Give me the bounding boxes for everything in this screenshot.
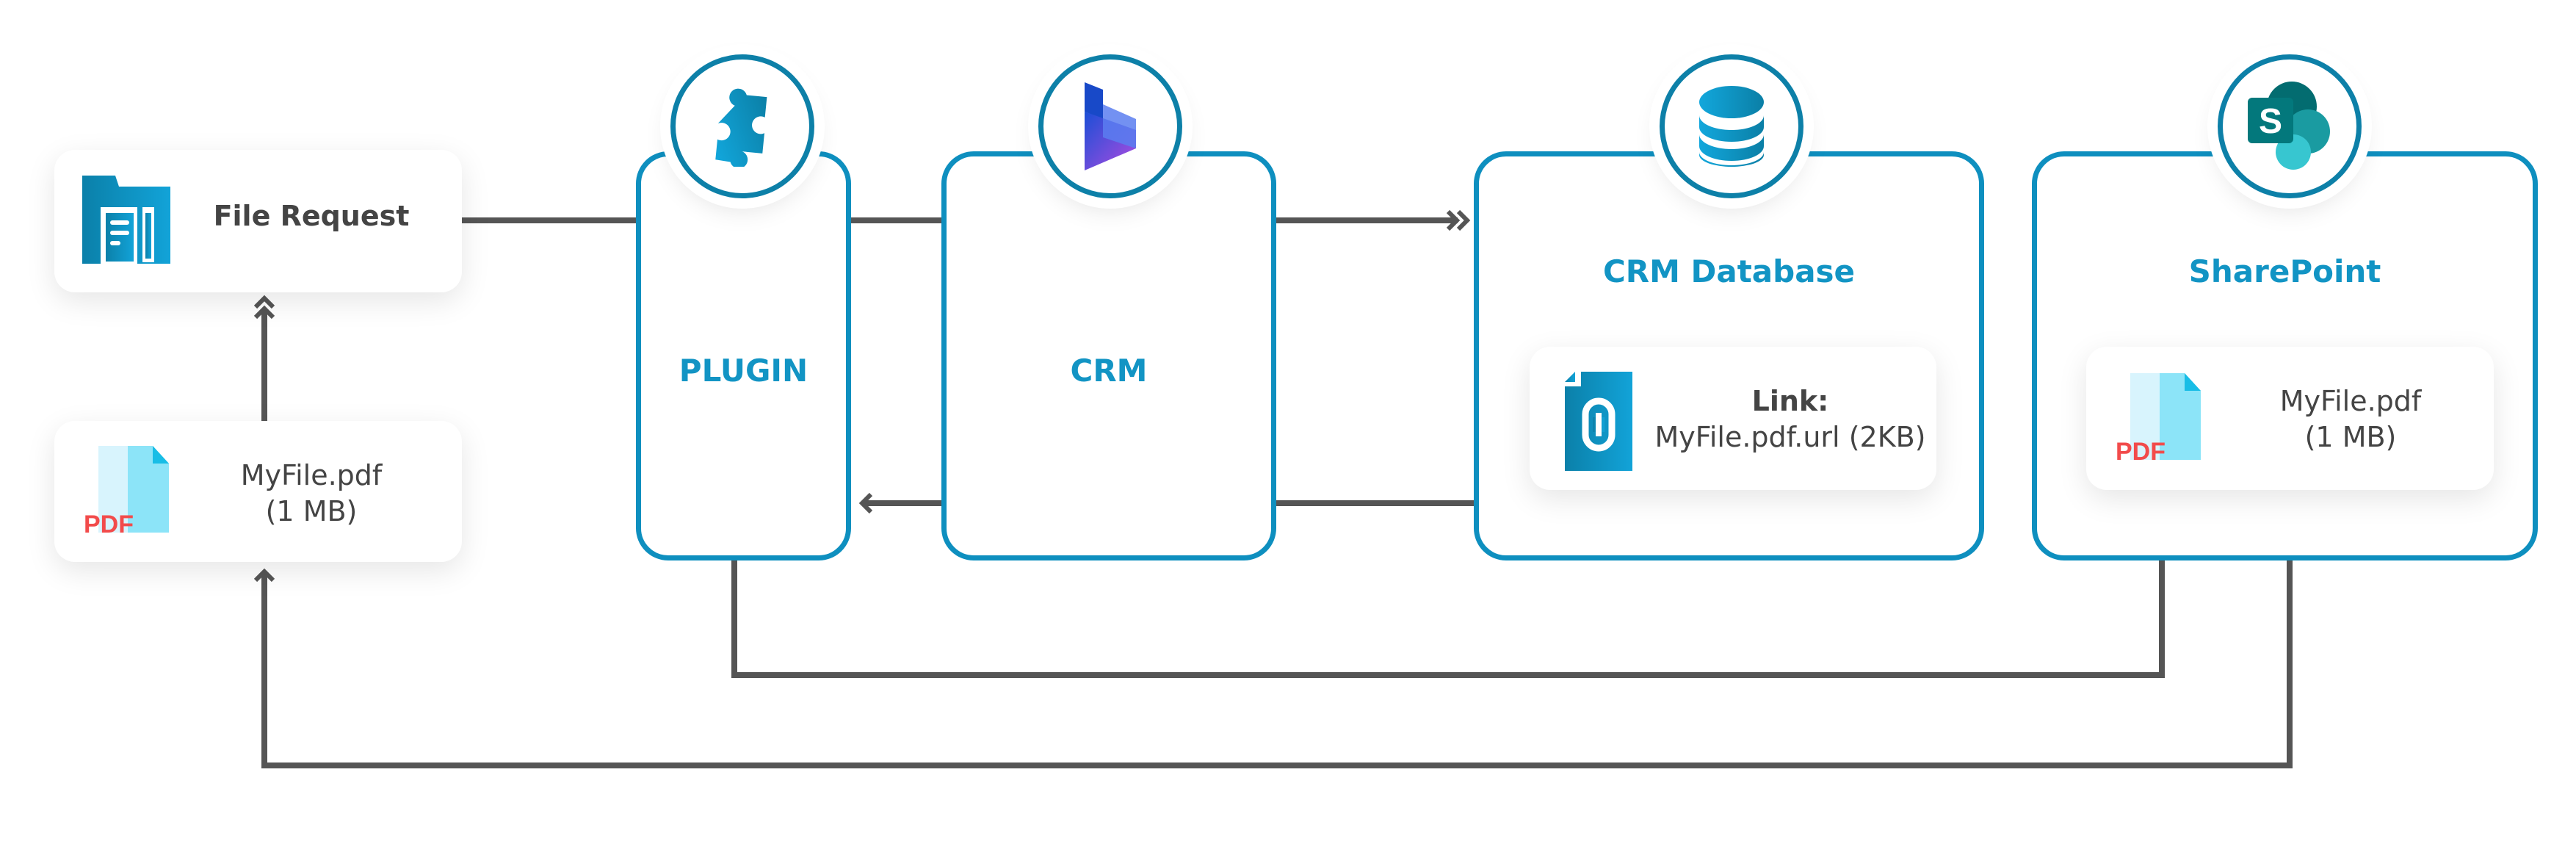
link-file-card[interactable]: Link: MyFile.pdf.url (2KB)	[1530, 347, 1936, 490]
local-file-name: MyFile.pdf	[240, 459, 383, 491]
arrow-sharepoint-to-file	[253, 568, 275, 583]
sharepoint-file-name: MyFile.pdf	[2279, 385, 2422, 417]
database-icon	[1699, 86, 1764, 167]
pdf-badge: PDF	[2116, 438, 2166, 466]
svg-text:S: S	[2259, 102, 2282, 141]
arrow-crm-to-database	[1446, 209, 1471, 231]
link-file-icon	[1565, 372, 1632, 471]
sharepoint-label: SharePoint	[2188, 253, 2381, 289]
puzzle-icon	[715, 88, 767, 167]
crm-box[interactable]	[941, 151, 1276, 560]
local-file-info: MyFile.pdf (1 MB)	[201, 458, 422, 530]
crm-label: CRM	[1070, 353, 1148, 389]
crm-database-label: CRM Database	[1602, 253, 1856, 289]
plugin-icon-circle	[670, 54, 814, 198]
pdf-file-icon: PDF	[2116, 373, 2201, 466]
link-file-info: Link: MyFile.pdf.url (2KB)	[1654, 383, 1926, 456]
sharepoint-icon: S	[2248, 82, 2330, 170]
crm-icon-circle	[1038, 54, 1182, 198]
connector-plugin-to-sharepoint	[731, 507, 2165, 678]
link-file-name: MyFile.pdf.url (2KB)	[1654, 421, 1926, 454]
dynamics-icon	[1085, 82, 1136, 170]
file-request-card[interactable]: File Request	[54, 150, 462, 292]
file-request-label: File Request	[213, 200, 410, 232]
connector-sharepoint-to-file	[261, 490, 2293, 768]
file-request-icon	[82, 176, 170, 266]
sharepoint-file-info: MyFile.pdf (1 MB)	[2233, 383, 2468, 456]
local-file-card[interactable]: PDF MyFile.pdf (1 MB)	[54, 421, 462, 562]
plugin-label: PLUGIN	[679, 353, 808, 389]
sharepoint-file-size: (1 MB)	[2304, 421, 2397, 454]
pdf-file-icon: PDF	[84, 446, 169, 538]
arrow-file-to-request	[253, 295, 275, 320]
sharepoint-icon-circle: S	[2218, 54, 2362, 198]
pdf-badge: PDF	[84, 511, 134, 538]
database-icon-circle	[1660, 54, 1803, 198]
local-file-size: (1 MB)	[265, 495, 358, 528]
plugin-box[interactable]	[636, 151, 851, 560]
link-title: Link:	[1751, 385, 1829, 417]
sharepoint-file-card[interactable]: PDF MyFile.pdf (1 MB)	[2086, 347, 2494, 490]
arrow-crm-to-plugin	[858, 492, 873, 514]
